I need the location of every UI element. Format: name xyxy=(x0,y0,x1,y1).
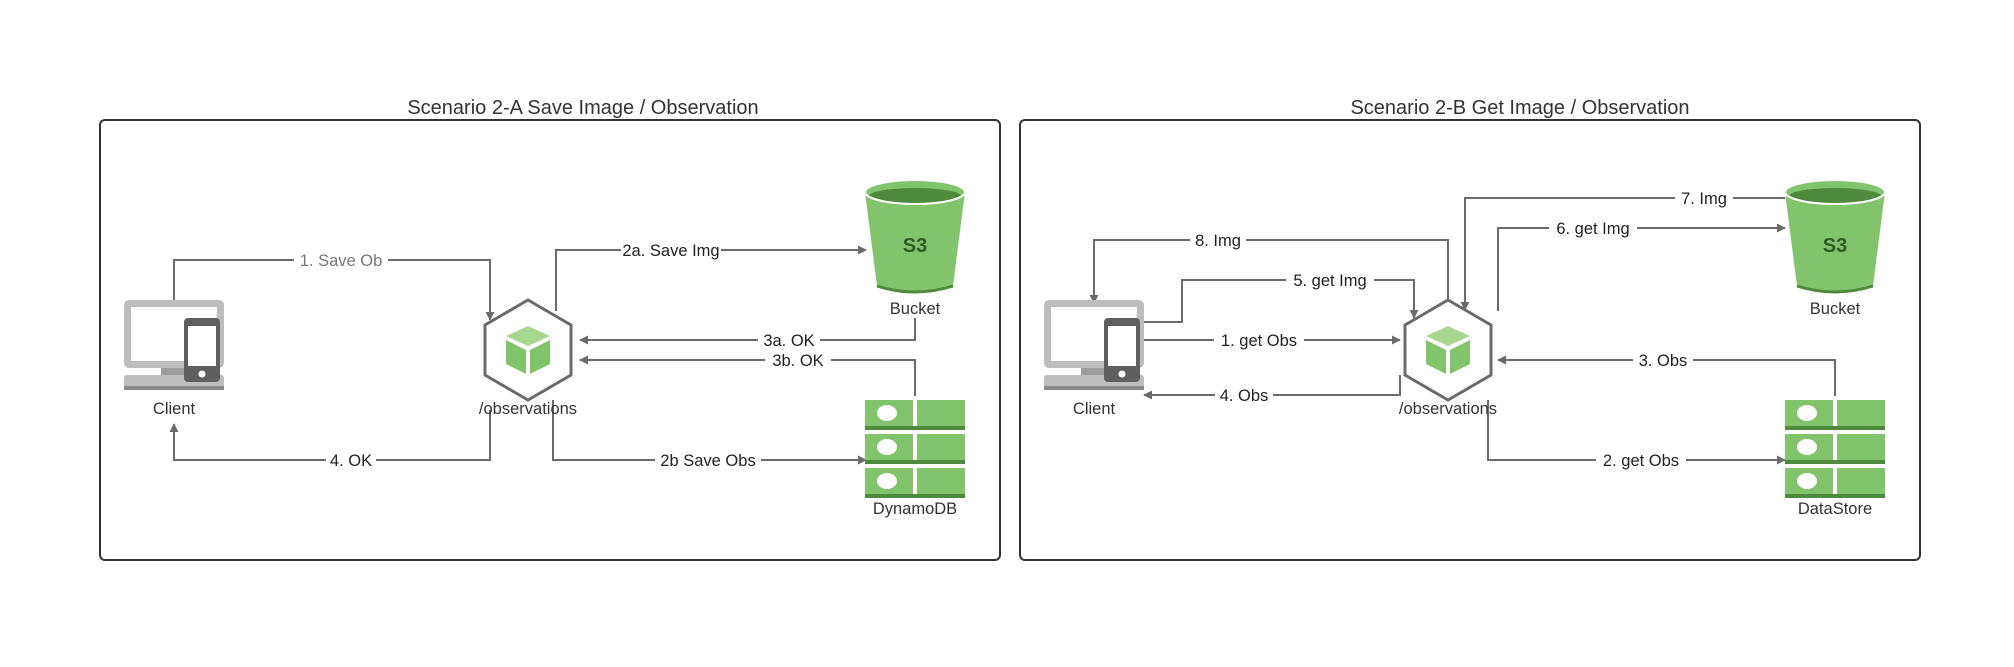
edge-label-b-e4: 4. Obs xyxy=(1220,387,1269,405)
edge-label-a-e3b: 3b. OK xyxy=(772,352,823,370)
bucket-node-b[interactable]: S3 Bucket xyxy=(1783,178,1887,318)
database-icon xyxy=(865,400,965,500)
edge-b-get-img-5 xyxy=(1144,279,1419,323)
edge-a-save-img xyxy=(555,245,867,311)
edge-label-a-e3a: 3a. OK xyxy=(763,332,814,350)
client-label: Client xyxy=(153,400,196,418)
edge-label-b-e8: 8. Img xyxy=(1195,232,1241,250)
client-label-b: Client xyxy=(1073,400,1116,418)
observations-label-b: /observations xyxy=(1399,400,1497,418)
client-node[interactable]: Client xyxy=(124,300,224,418)
edge-a-ok-3a xyxy=(579,318,916,345)
panel-a-edge-labels: 1. Save Ob 2a. Save Img 3a. OK 3b. OK 2b… xyxy=(294,239,831,471)
bucket-label-b: Bucket xyxy=(1810,300,1861,318)
edge-label-b-e7: 7. Img xyxy=(1681,190,1727,208)
panel-a: Scenario 2-A Save Image / Observation 1.… xyxy=(99,97,1001,561)
dynamodb-label: DynamoDB xyxy=(873,500,957,518)
observations-label: /observations xyxy=(479,400,577,418)
edge-b-img-8 xyxy=(1089,239,1449,304)
client-icon xyxy=(124,300,224,390)
panel-b-title: Scenario 2-B Get Image / Observation xyxy=(1350,97,1689,119)
edge-label-a-e1: 1. Save Ob xyxy=(300,252,383,270)
edge-label-b-e3: 3. Obs xyxy=(1639,352,1688,370)
client-icon xyxy=(1044,300,1144,390)
edge-b-obs-3 xyxy=(1497,355,1836,396)
edge-label-a-e2a: 2a. Save Img xyxy=(622,242,719,260)
bucket-node[interactable]: S3 Bucket xyxy=(863,178,967,318)
client-node-b[interactable]: Client xyxy=(1044,300,1144,418)
edge-label-b-e6: 6. get Img xyxy=(1556,220,1629,238)
datastore-node[interactable]: DataStore xyxy=(1785,400,1885,518)
edge-a-ok-3b xyxy=(579,355,916,396)
edge-label-a-e4: 4. OK xyxy=(330,452,372,470)
observations-node-b[interactable]: /observations xyxy=(1399,298,1497,418)
edge-a-save-obs xyxy=(552,400,867,465)
s3-icon-text-b: S3 xyxy=(1823,235,1847,257)
edge-label-a-e2b: 2b Save Obs xyxy=(660,452,755,470)
panel-a-title: Scenario 2-A Save Image / Observation xyxy=(407,97,758,119)
bucket-label: Bucket xyxy=(890,300,941,318)
edge-label-b-e1: 1. get Obs xyxy=(1221,332,1297,350)
dynamodb-node[interactable]: DynamoDB xyxy=(865,400,965,518)
panel-b: Scenario 2-B Get Image / Observation 8. … xyxy=(1019,97,1921,561)
edge-label-b-e2: 2. get Obs xyxy=(1603,452,1679,470)
database-icon xyxy=(1785,400,1885,500)
observations-node[interactable]: /observations xyxy=(479,298,577,418)
s3-icon-text: S3 xyxy=(903,235,927,257)
edge-b-get-img-6 xyxy=(1497,223,1786,311)
panel-b-edge-labels: 8. Img 5. get Img 1. get Obs 4. Obs 3. O… xyxy=(1190,187,1733,471)
datastore-label: DataStore xyxy=(1798,500,1872,518)
edge-label-b-e5: 5. get Img xyxy=(1293,272,1366,290)
